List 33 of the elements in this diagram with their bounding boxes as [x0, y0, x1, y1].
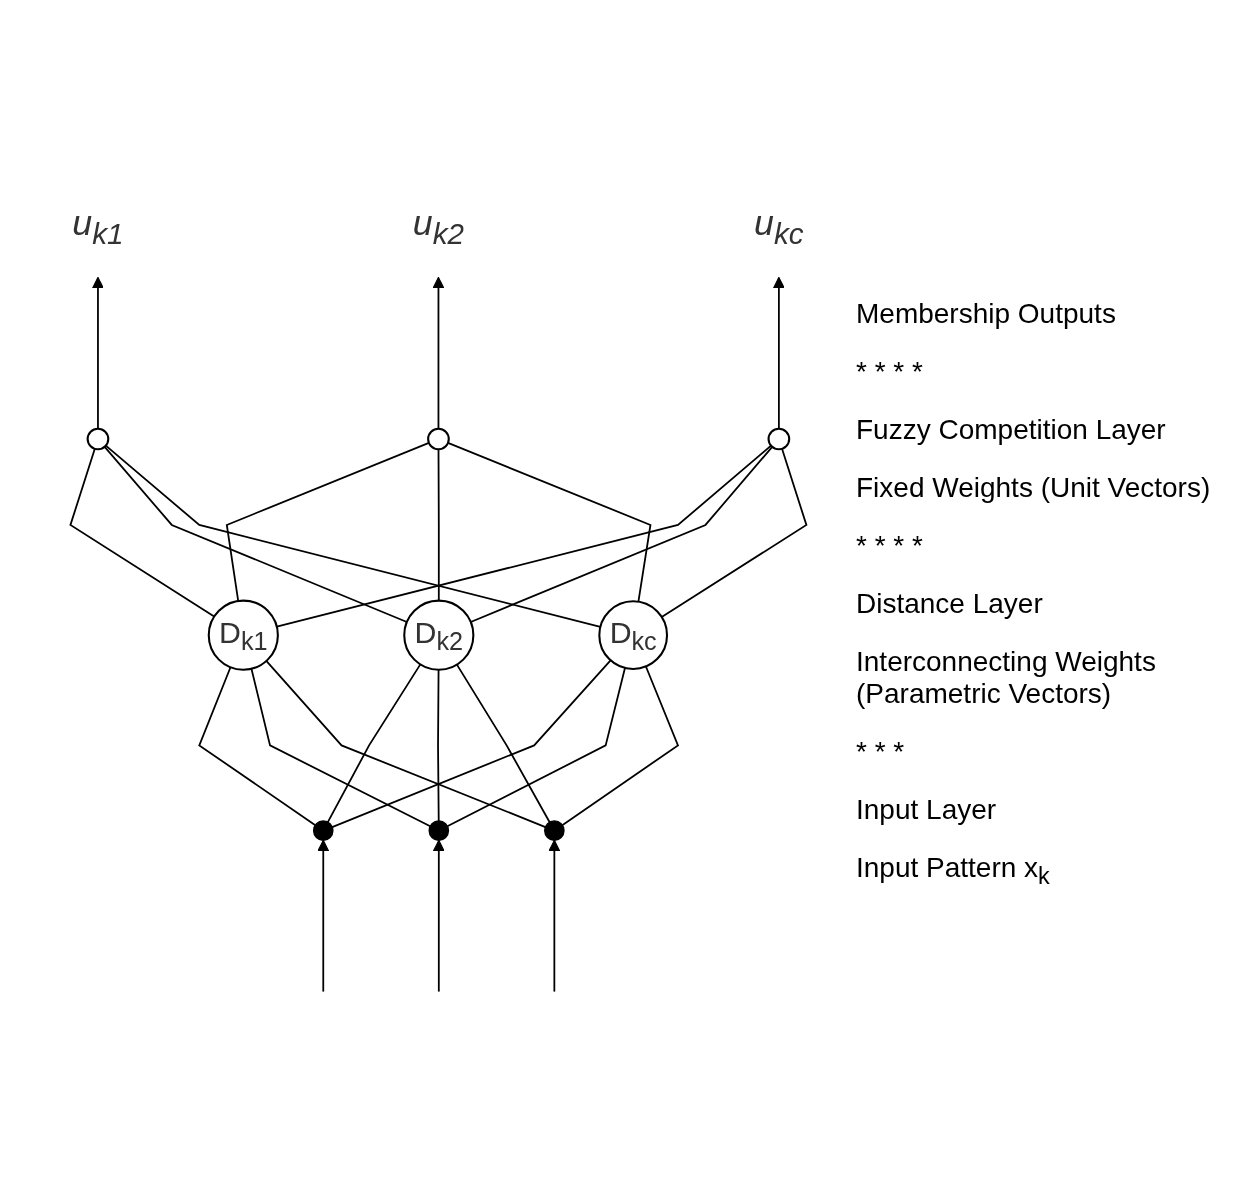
input-node: [312, 820, 334, 842]
layer-label: Interconnecting Weights (Parametric Vectors): [856, 645, 1157, 710]
layer-label: Membership Outputs: [856, 297, 1117, 330]
connector: [446, 667, 626, 828]
neuron-circle: D$_{k2}$: [403, 599, 475, 671]
neuron-circle: [86, 427, 110, 451]
arrow: [548, 839, 561, 993]
layer-label: Input Pattern x$_{k}$: [856, 851, 1051, 890]
connector: [103, 445, 408, 623]
neuron-circle: [427, 427, 450, 451]
layer-label: Input Layer: [856, 793, 998, 826]
layer-label: Fixed Weights (Unit Vectors): [856, 471, 1212, 504]
neuron-circle: D$_{kc}$: [598, 600, 669, 671]
neuron-circle: [767, 427, 791, 451]
layer-label: Distance Layer: [856, 587, 1044, 620]
connector: [198, 666, 317, 827]
neuron-circle: D$_{k1}$: [207, 599, 279, 671]
output-label: u$_{k1}$: [72, 202, 124, 251]
connector: [331, 659, 612, 828]
layer-label: * * *: [856, 735, 906, 768]
output-label: u$_{k2}$: [412, 202, 465, 251]
input-node: [544, 820, 565, 842]
connector: [456, 663, 551, 824]
arrow: [317, 839, 330, 993]
arrow: [432, 839, 445, 993]
layer-label: Fuzzy Competition Layer: [856, 413, 1167, 446]
input-node: [428, 820, 450, 842]
connector: [265, 660, 547, 829]
layer-label: * * * *: [856, 355, 924, 388]
connector: [225, 442, 430, 602]
layer-label: * * * *: [856, 529, 924, 562]
output-label: u$_{kc}$: [754, 202, 804, 251]
connector: [326, 663, 422, 824]
